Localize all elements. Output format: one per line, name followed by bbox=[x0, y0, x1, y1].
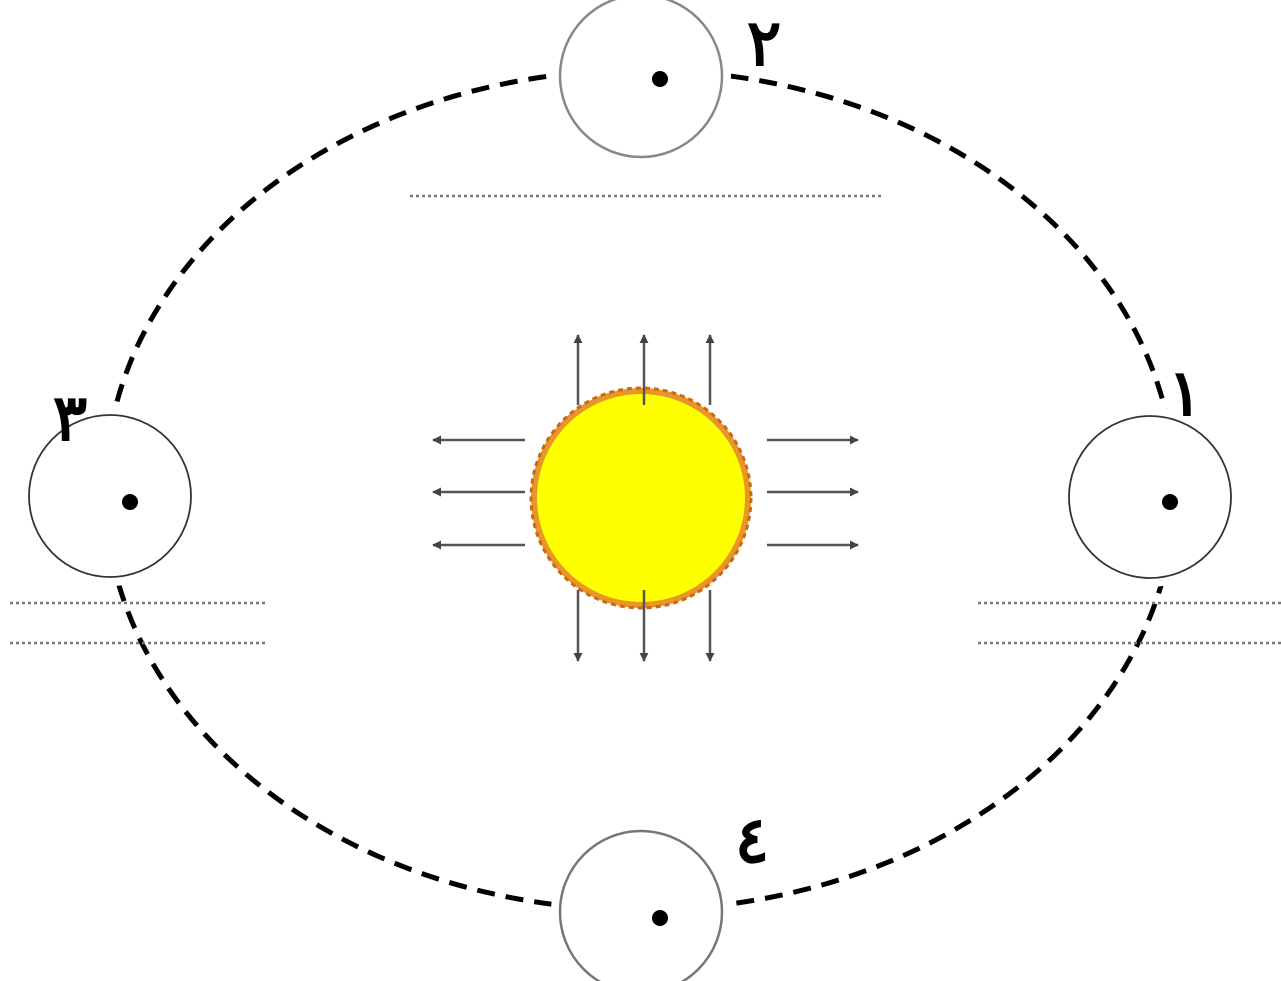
moon-outline bbox=[28, 414, 192, 578]
moon-outline bbox=[1068, 415, 1232, 579]
position-label-4: ٤ bbox=[735, 803, 769, 878]
moon-center-dot bbox=[1162, 494, 1178, 510]
moon-position-3 bbox=[20, 406, 200, 586]
sun bbox=[529, 386, 753, 610]
moon-center-dot bbox=[122, 494, 138, 510]
sun-rays bbox=[432, 334, 859, 662]
moon-position-1 bbox=[1060, 407, 1240, 587]
position-label-3: ٣ bbox=[53, 381, 87, 456]
moon-outline bbox=[558, 829, 724, 981]
moon-center-dot bbox=[652, 910, 668, 926]
moon-center-dot bbox=[652, 71, 668, 87]
moon-position-4 bbox=[551, 822, 731, 981]
sun-disc bbox=[537, 394, 745, 602]
moon-position-2 bbox=[551, 0, 731, 166]
position-label-1: ١ bbox=[1168, 356, 1202, 431]
moon-outline bbox=[558, 0, 724, 159]
position-label-2: ٢ bbox=[747, 6, 781, 81]
